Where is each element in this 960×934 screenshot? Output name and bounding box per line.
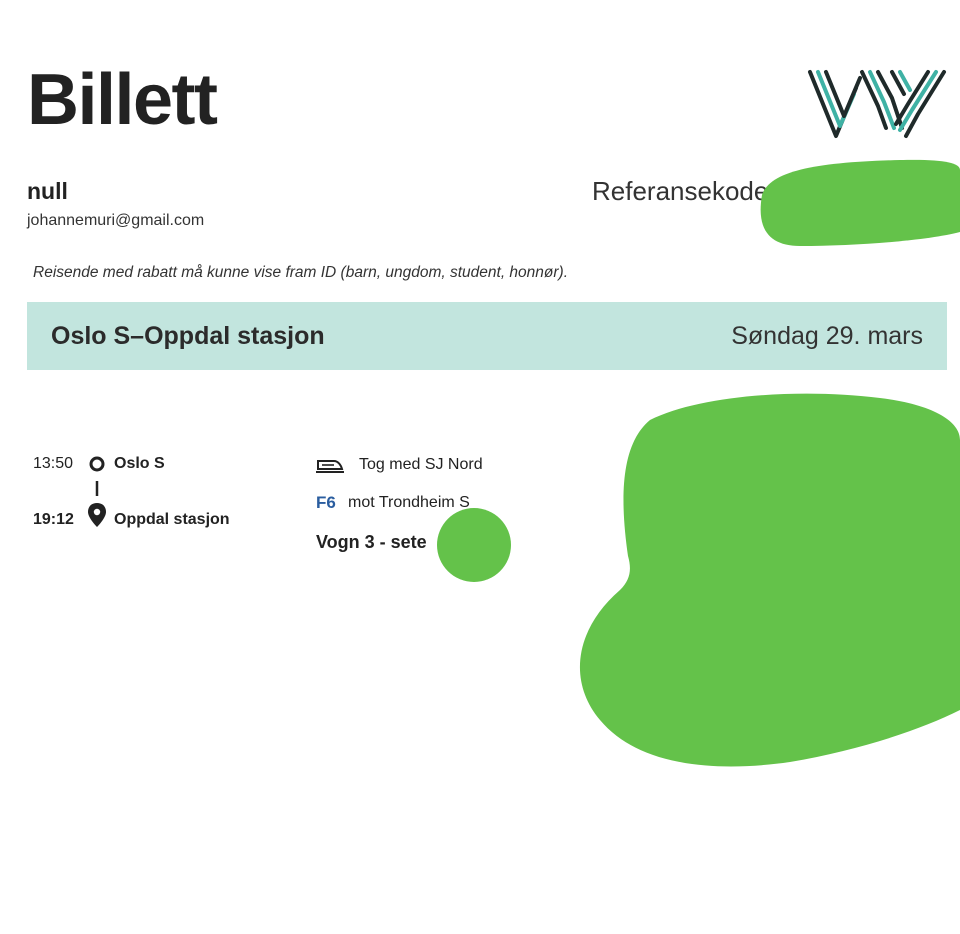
train-icon xyxy=(316,460,344,473)
arrival-time: 19:12 xyxy=(33,511,74,528)
redaction-mark-reference xyxy=(760,159,960,246)
train-direction: mot Trondheim S xyxy=(348,494,470,511)
reference-code-label: Referansekode xyxy=(592,176,769,206)
travel-date: Søndag 29. mars xyxy=(731,321,923,350)
route-banner: Oslo S–Oppdal stasjon Søndag 29. mars xyxy=(27,302,947,370)
route-line-icon xyxy=(88,456,106,527)
arrival-station: Oppdal stasjon xyxy=(114,511,230,528)
route-title: Oslo S–Oppdal stasjon xyxy=(51,321,325,350)
passenger-email: johannemuri@gmail.com xyxy=(27,212,205,229)
departure-time: 13:50 xyxy=(33,455,74,472)
ticket-title: Billett xyxy=(27,60,218,140)
discount-notice: Reisende med rabatt må kunne vise fram I… xyxy=(33,264,569,281)
vy-logo xyxy=(808,70,946,138)
passenger-name: null xyxy=(27,178,68,204)
seat-info: Vogn 3 - sete xyxy=(316,532,427,552)
line-code: F6 xyxy=(316,493,336,512)
departure-station: Oslo S xyxy=(114,455,165,472)
redaction-mark-seat xyxy=(437,508,511,582)
train-operator: Tog med SJ Nord xyxy=(359,456,483,473)
redaction-mark-main xyxy=(579,393,960,767)
